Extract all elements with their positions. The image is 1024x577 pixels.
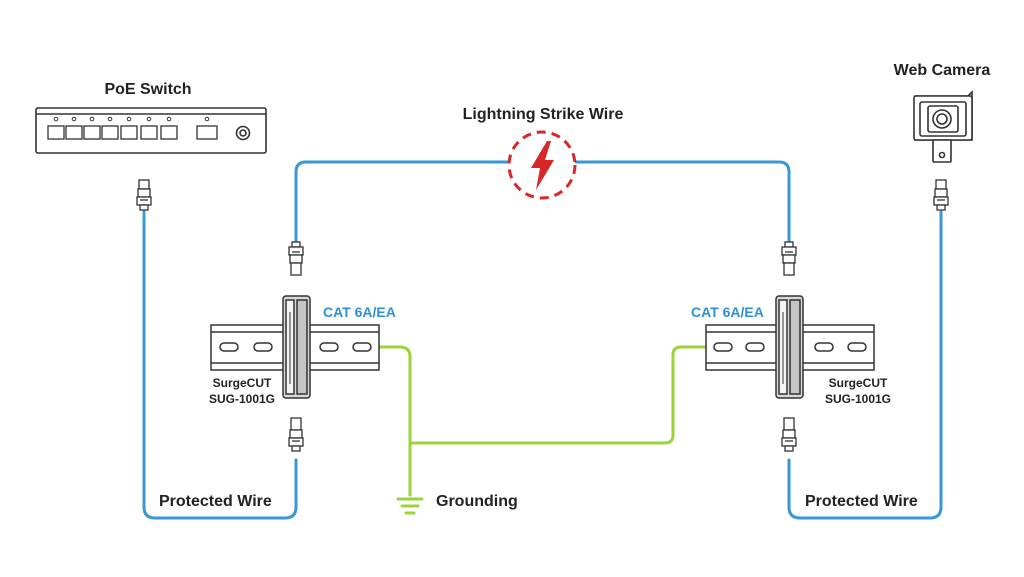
cat-label-left: CAT 6A/EA <box>323 304 396 320</box>
lightning-bolt-icon <box>507 130 577 200</box>
lightning-strike-wire-label: Lightning Strike Wire <box>463 106 624 123</box>
protected-wire-left-label: Protected Wire <box>159 493 272 510</box>
protected-wire-right-label: Protected Wire <box>805 493 918 510</box>
poe-switch-label: PoE Switch <box>104 81 191 98</box>
cat-label-right: CAT 6A/EA <box>691 304 764 320</box>
ground-symbol-icon <box>396 497 424 515</box>
protected-wire-left <box>142 210 298 520</box>
rj45-connector-icon <box>288 417 304 452</box>
rj45-connector-icon <box>288 241 304 276</box>
rj45-connector-icon <box>136 179 152 211</box>
surge-protector-left <box>210 295 380 399</box>
poe-switch-icon <box>35 107 267 154</box>
web-camera-icon <box>913 90 973 163</box>
device-model-left: SUG-1001G <box>209 392 275 406</box>
lightning-strike-wire <box>294 160 791 244</box>
rj45-connector-icon <box>933 179 949 211</box>
rj45-connector-icon <box>781 417 797 452</box>
surge-device-body-right <box>775 295 804 399</box>
protected-wire-right <box>787 210 943 520</box>
grounding-wire <box>366 345 723 497</box>
surge-protector-right <box>705 295 875 399</box>
device-model-right: SUG-1001G <box>825 392 891 406</box>
surge-device-body-left <box>282 295 311 399</box>
rj45-connector-icon <box>781 241 797 276</box>
device-name-right: SurgeCUT <box>829 376 888 390</box>
grounding-label: Grounding <box>436 493 518 510</box>
web-camera-label: Web Camera <box>894 62 991 79</box>
device-name-left: SurgeCUT <box>213 376 272 390</box>
